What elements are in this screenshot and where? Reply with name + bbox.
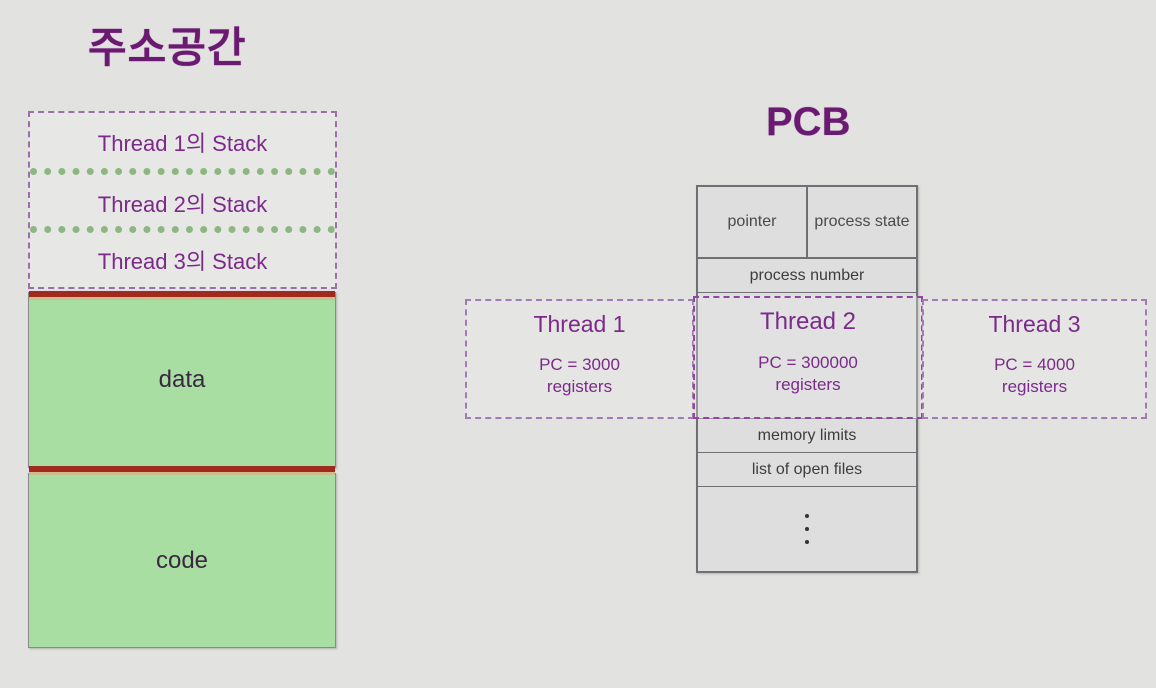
thread-1-box: Thread 1 PC = 3000 registers	[465, 299, 694, 419]
address-space-title: 주소공간	[88, 24, 247, 71]
thread-2-stack-label: Thread 2의 Stack	[97, 191, 268, 217]
pcb-row-process-number: process number	[698, 259, 916, 293]
thread-1-stack-label: Thread 1의 Stack	[97, 130, 268, 156]
pcb-open-files-label: list of open files	[751, 460, 863, 478]
pcb-pointer-label: pointer	[727, 213, 777, 230]
thread-3-pc: PC = 4000	[994, 355, 1075, 374]
thread-1-stack-row: Thread 1의 Stack	[30, 113, 335, 170]
thread-3-stack-label: Thread 3의 Stack	[97, 248, 268, 274]
thread-2-name: Thread 2	[759, 308, 857, 335]
thread-3-stack-row: Thread 3의 Stack	[30, 231, 335, 288]
data-segment-block: data	[28, 292, 336, 468]
pcb-table: pointer process state process number mem…	[696, 185, 918, 573]
thread-2-registers: registers	[775, 375, 841, 394]
thread-3-box: Thread 3 PC = 4000 registers	[922, 299, 1147, 419]
pcb-top-row: pointer process state	[698, 187, 916, 259]
pcb-title: PCB	[766, 100, 851, 144]
code-segment-block: code	[28, 473, 336, 648]
pcb-process-number-label: process number	[749, 266, 865, 284]
pcb-row-open-files: list of open files	[698, 453, 916, 487]
data-code-divider-accent	[29, 472, 335, 475]
data-segment-label: data	[158, 366, 206, 393]
thread-2-pc: PC = 300000	[758, 353, 858, 372]
pcb-cell-pointer: pointer	[698, 187, 808, 257]
thread-1-pc: PC = 3000	[539, 355, 620, 374]
thread-3-name: Thread 3	[988, 311, 1081, 337]
data-code-divider	[29, 466, 335, 472]
thread-2-stack-row: Thread 2의 Stack	[30, 174, 335, 231]
pcb-row-memory-limits: memory limits	[698, 419, 916, 453]
stack-data-divider	[29, 291, 335, 297]
stack-separator-2	[30, 226, 335, 233]
thread-3-registers: registers	[1001, 377, 1068, 396]
pcb-process-state-label: process state	[814, 213, 910, 230]
thread-1-name: Thread 1	[533, 311, 626, 337]
thread-stack-group: Thread 1의 Stack Thread 2의 Stack Thread 3…	[28, 111, 337, 289]
thread-2-box: Thread 2 PC = 300000 registers	[693, 296, 923, 419]
stack-data-divider-accent	[29, 297, 335, 300]
pcb-memory-limits-label: memory limits	[757, 426, 857, 444]
code-segment-label: code	[155, 546, 209, 574]
pcb-cell-process-state: process state	[808, 187, 916, 257]
pcb-vertical-ellipsis-icon	[698, 487, 916, 571]
stack-separator-1	[30, 168, 335, 175]
thread-1-registers: registers	[546, 377, 613, 396]
